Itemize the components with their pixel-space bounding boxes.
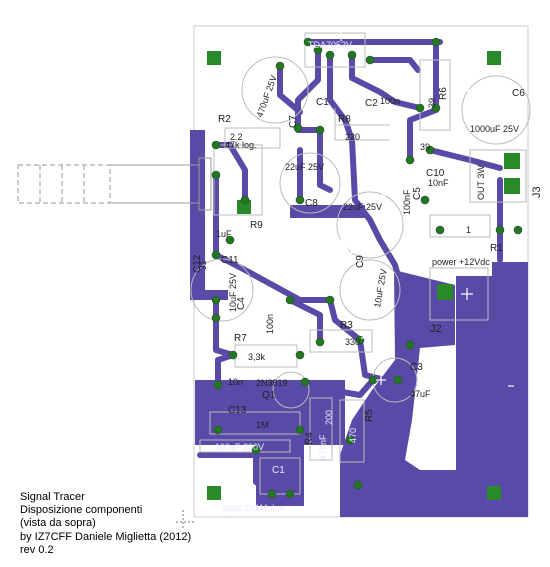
label-r1: R1 — [490, 243, 503, 254]
caption: Signal Tracer Disposizione componenti (v… — [20, 491, 191, 557]
value-c-100p: 100pF 200V — [215, 442, 264, 452]
label-j1: J1 — [198, 260, 208, 270]
value-r-33k: 3,3k — [248, 352, 266, 362]
value-c-22u-b: 22uF 25V — [343, 202, 382, 212]
value-r-1: 1 — [466, 225, 471, 235]
value-c-22u-a: 22uF 25V — [285, 162, 324, 172]
label-q1: Q1 — [262, 390, 276, 401]
ic-label: TDA7052V — [308, 40, 352, 50]
value-c-10u-b: 10uF 25V — [228, 273, 238, 312]
value-r-470: 470 — [348, 428, 358, 443]
value-c-1000u: 1000uF 25V — [470, 124, 519, 134]
value-c-1u: 1uF — [216, 229, 232, 239]
value-c-47u: 47uF — [410, 389, 431, 399]
value-r-39-b: 39 — [420, 142, 430, 152]
value-c-100n-a: 100n — [380, 96, 400, 106]
label-c13: C13 — [228, 405, 247, 416]
value-c-10n-a: 10nF — [428, 178, 449, 188]
origin-cross — [176, 510, 194, 530]
label-r8: R8 — [338, 114, 351, 125]
value-r-47k: 47k log. — [225, 140, 257, 150]
label-r2: R2 — [218, 114, 231, 125]
value-r-39-a: 39 — [427, 98, 437, 108]
ground-plane — [190, 130, 528, 517]
label-c6: C6 — [512, 88, 525, 99]
label-c7: C7 — [288, 115, 299, 128]
power-label: power +12Vdc — [432, 257, 490, 267]
value-c-100n-b: 100nF — [402, 189, 412, 215]
label-c12: C12 — [192, 254, 203, 273]
value-c-470n: 470nF — [318, 434, 328, 460]
caption-view: (vista da sopra) — [20, 517, 96, 530]
caption-author: by IZ7CFF Daniele Miglietta (2012) — [20, 530, 192, 543]
label-c1: C1 — [316, 97, 329, 108]
label-r9: R9 — [250, 220, 263, 231]
caption-title: Signal Tracer — [20, 491, 85, 503]
component-labels: IZ7CFF TDA7052V power +12Vdc input Z=1Mo… — [192, 40, 543, 513]
polarity-markers — [223, 31, 514, 387]
label-c2: C2 — [365, 98, 378, 109]
pads — [207, 51, 520, 500]
value-c-100n-c: 100n — [265, 314, 275, 334]
label-r3: R3 — [340, 320, 353, 331]
label-r5: R5 — [364, 409, 375, 422]
value-r-220: 220 — [345, 132, 360, 142]
label-c8: C8 — [305, 198, 318, 209]
input-label: input Z=1Mohm — [222, 503, 285, 513]
label-j3: J3 — [531, 186, 543, 198]
label-c14: C1 — [272, 465, 285, 476]
caption-revision: rev 0.2 — [20, 543, 54, 556]
out-label: OUT 3W — [476, 165, 486, 200]
mirrored-board-text: IZ7CFF — [291, 237, 355, 258]
caption-subtitle: Disposizione componenti — [20, 504, 143, 517]
label-j2: J2 — [430, 323, 442, 335]
via-pads — [211, 37, 523, 499]
input-connector-outline — [17, 157, 212, 211]
value-jfet: 2N3819 — [256, 378, 288, 388]
label-c3: C3 — [410, 362, 423, 373]
value-r-330: 330 — [345, 337, 360, 347]
label-r7: R7 — [234, 333, 247, 344]
label-r6: R6 — [438, 87, 449, 100]
label-c5: C5 — [412, 187, 423, 200]
value-r-200: 200 — [324, 410, 334, 425]
value-c-10n-b: 10n — [228, 377, 243, 387]
value-r-22: 2.2 — [230, 132, 243, 142]
label-r4: R4 — [304, 432, 315, 445]
label-c10: C10 — [426, 168, 445, 179]
label-c4: C4 — [236, 297, 247, 310]
label-c9: C9 — [355, 255, 366, 268]
value-r-1m: 1M — [256, 420, 269, 430]
label-c11: C11 — [221, 255, 239, 266]
